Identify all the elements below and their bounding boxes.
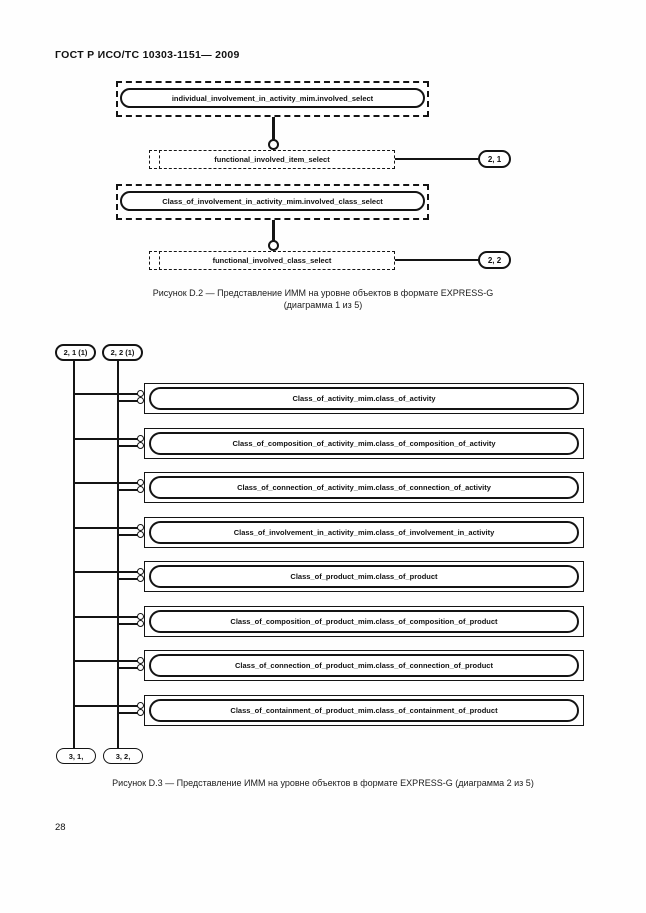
attachment-circle-icon [137, 575, 144, 582]
attachment-circle-icon [137, 531, 144, 538]
connector-line [74, 393, 140, 395]
attachment-circle-icon [137, 524, 144, 531]
connector-line [74, 571, 140, 573]
attachment-circle-icon [137, 486, 144, 493]
entity-frame: Class_of_involvement_in_activity_mim.cla… [144, 517, 584, 548]
connector-line [118, 445, 140, 447]
entity-label: Class_of_connection_of_activity_mim.clas… [149, 476, 579, 499]
entity-frame: Class_of_containment_of_product_mim.clas… [144, 695, 584, 726]
entity-label: Class_of_containment_of_product_mim.clas… [149, 699, 579, 722]
entity-frame: Class_of_activity_mim.class_of_activity [144, 383, 584, 414]
page-ref-oval: 3, 2, [103, 748, 143, 764]
select-type-box: functional_involved_item_select [149, 150, 395, 169]
page-ref-oval: 2, 1 [478, 150, 511, 168]
connector-line [74, 616, 140, 618]
connector-line [74, 438, 140, 440]
select-divider [159, 251, 160, 270]
connector-line [74, 527, 140, 529]
attachment-circle-icon [137, 568, 144, 575]
entity-frame: Class_of_connection_of_activity_mim.clas… [144, 472, 584, 503]
attachment-circle-icon [137, 435, 144, 442]
attachment-circle-icon [137, 479, 144, 486]
page-ref-oval: 3, 1, [56, 748, 96, 764]
figure-d3-caption: Рисунок D.3 — Представление ИММ на уровн… [112, 778, 534, 788]
connector-line [74, 705, 140, 707]
entity-frame: Class_of_product_mim.class_of_product [144, 561, 584, 592]
entity-frame: Class_of_connection_of_product_mim.class… [144, 650, 584, 681]
figure-d2-caption-line1: Рисунок D.2 — Представление ИММ на уровн… [152, 288, 494, 298]
page-ref-oval: 2, 2 [478, 251, 511, 269]
attachment-circle-icon [137, 702, 144, 709]
connector-line [74, 660, 140, 662]
type-label: individual_involvement_in_activity_mim.i… [120, 88, 425, 108]
type-label: Class_of_involvement_in_activity_mim.inv… [120, 191, 425, 211]
select-type-label: functional_involved_class_select [212, 256, 332, 265]
attachment-circle-icon [137, 620, 144, 627]
attachment-circle-icon [137, 664, 144, 671]
attachment-circle-icon [137, 613, 144, 620]
page-number: 28 [55, 822, 66, 833]
entity-label: Class_of_involvement_in_activity_mim.cla… [149, 521, 579, 544]
entity-label: Class_of_connection_of_product_mim.class… [149, 654, 579, 677]
connector-line [74, 482, 140, 484]
connector-line [118, 534, 140, 536]
connector-line [394, 158, 479, 160]
connector-line [118, 489, 140, 491]
connector-line [118, 400, 140, 402]
document-header: ГОСТ Р ИСО/ТС 10303-1151— 2009 [55, 49, 240, 61]
entity-label: Class_of_activity_mim.class_of_activity [149, 387, 579, 410]
connector-line [272, 115, 275, 140]
figure-d2-caption-line2: (диаграмма 1 из 5) [283, 300, 363, 310]
connector-line [394, 259, 479, 261]
entity-label: Class_of_product_mim.class_of_product [149, 565, 579, 588]
ref-bus-line-2 [117, 360, 119, 750]
entity-label: Class_of_composition_of_activity_mim.cla… [149, 432, 579, 455]
page-ref-oval: 2, 1 (1) [55, 344, 96, 361]
entity-frame: Class_of_composition_of_product_mim.clas… [144, 606, 584, 637]
connector-line [118, 712, 140, 714]
connector-line [118, 667, 140, 669]
entity-frame: Class_of_composition_of_activity_mim.cla… [144, 428, 584, 459]
attachment-circle-icon [137, 442, 144, 449]
select-type-box: functional_involved_class_select [149, 251, 395, 270]
attachment-circle-icon [137, 397, 144, 404]
ref-bus-line-1 [73, 360, 75, 750]
figure-d2-caption: Рисунок D.2 — Представление ИММ на уровн… [0, 287, 646, 311]
attachment-circle-icon [137, 709, 144, 716]
attachment-circle-icon [137, 390, 144, 397]
select-divider [159, 150, 160, 169]
page-ref-oval: 2, 2 (1) [102, 344, 143, 361]
attachment-circle-icon [137, 657, 144, 664]
connector-line [118, 623, 140, 625]
connector-line [118, 578, 140, 580]
attachment-circle-icon [268, 139, 279, 150]
select-type-label: functional_involved_item_select [214, 155, 330, 164]
connector-line [272, 218, 275, 242]
attachment-circle-icon [268, 240, 279, 251]
entity-label: Class_of_composition_of_product_mim.clas… [149, 610, 579, 633]
